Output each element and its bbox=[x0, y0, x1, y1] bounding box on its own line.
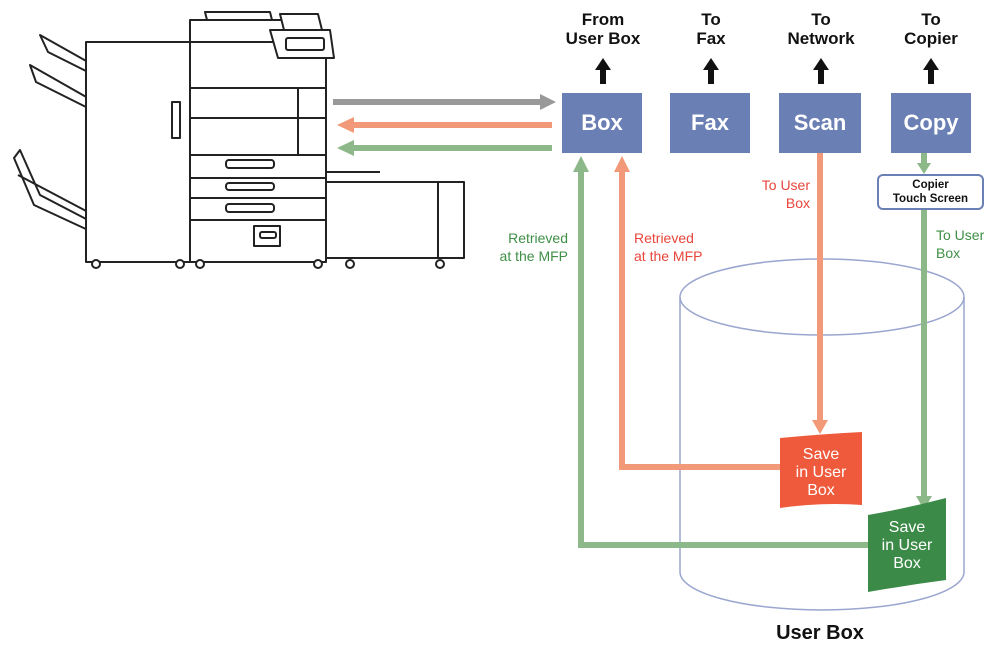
save-line2: in User bbox=[795, 464, 847, 481]
touch-line1: Copier bbox=[912, 179, 949, 191]
header-line2: Copier bbox=[904, 29, 958, 48]
header-line2: User Box bbox=[565, 29, 641, 48]
touch-line2: Touch Screen bbox=[892, 193, 969, 205]
header-to-network: To Network bbox=[761, 10, 881, 48]
box-button[interactable]: Box bbox=[562, 93, 642, 153]
label-line2: at the MFP bbox=[499, 248, 568, 264]
header-line1: To bbox=[701, 10, 721, 29]
label-line1: To User bbox=[761, 177, 810, 193]
save-in-user-box-red: Save in User Box bbox=[780, 440, 862, 506]
save-line2: in User bbox=[881, 537, 933, 554]
scan-button[interactable]: Scan bbox=[779, 93, 861, 153]
save-line3: Box bbox=[893, 555, 921, 572]
header-line2: Fax bbox=[696, 29, 726, 48]
save-red-shape bbox=[780, 432, 862, 508]
header-line1: To bbox=[921, 10, 941, 29]
fax-button[interactable]: Fax bbox=[670, 93, 750, 153]
header-to-copier: To Copier bbox=[871, 10, 991, 48]
retrieved-green-label: Retrieved at the MFP bbox=[496, 229, 568, 265]
copier-touch-screen: Copier Touch Screen bbox=[877, 174, 984, 210]
label-line1: Retrieved bbox=[634, 230, 694, 246]
save-line1: Save bbox=[802, 446, 840, 463]
save-in-user-box-green: Save in User Box bbox=[868, 513, 946, 579]
header-from-user-box: From User Box bbox=[543, 10, 663, 48]
copy-button[interactable]: Copy bbox=[891, 93, 971, 153]
to-user-box-scan-label: To User Box bbox=[748, 176, 810, 212]
header-to-fax: To Fax bbox=[651, 10, 771, 48]
save-line3: Box bbox=[807, 482, 835, 499]
label-line2: Box bbox=[936, 245, 961, 261]
green-flow bbox=[573, 153, 932, 548]
header-line2: Network bbox=[787, 29, 855, 48]
label-line1: To User bbox=[936, 227, 985, 243]
up-arrow-icon bbox=[595, 58, 939, 84]
retrieved-red-label: Retrieved at the MFP bbox=[634, 229, 714, 265]
save-green-shape bbox=[868, 498, 946, 592]
header-line1: To bbox=[811, 10, 831, 29]
salmon-flow bbox=[614, 153, 828, 470]
header-line1: From bbox=[581, 10, 625, 29]
save-line1: Save bbox=[888, 519, 926, 536]
label-line2: at the MFP bbox=[634, 248, 703, 264]
mfp-box-arrows bbox=[333, 94, 556, 156]
user-box-title: User Box bbox=[776, 622, 864, 644]
mfp-printer-icon bbox=[13, 11, 465, 269]
to-user-box-copy-label: To User Box bbox=[936, 226, 990, 262]
label-line1: Retrieved bbox=[508, 230, 568, 246]
label-line2: Box bbox=[785, 195, 810, 211]
